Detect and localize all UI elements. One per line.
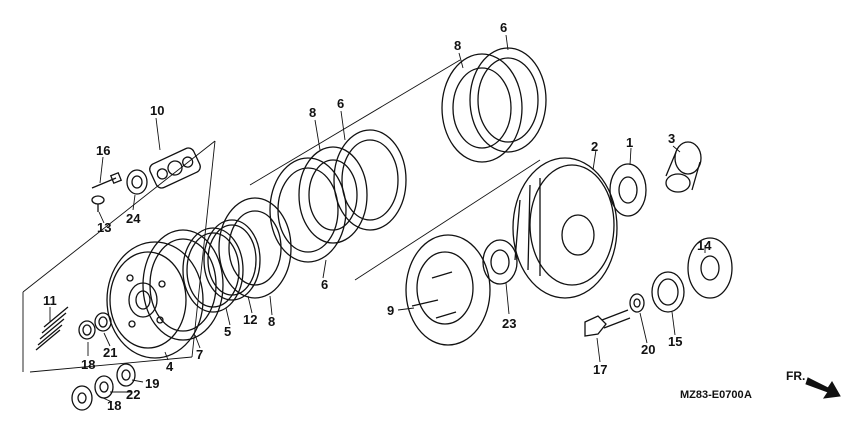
clutch-plate-lower <box>218 197 292 299</box>
front-arrow-icon <box>805 377 841 399</box>
part-label-5: 5 <box>224 324 231 339</box>
part-label-18-upper: 18 <box>81 357 95 372</box>
clutch-center <box>405 234 491 346</box>
friction-disc-upper <box>469 47 547 153</box>
leader-lines <box>49 34 706 403</box>
primary-drive-gear <box>687 237 733 299</box>
part-label-4: 4 <box>166 359 174 374</box>
diagram-revision: A <box>744 389 752 401</box>
washer-19 <box>116 363 136 387</box>
lifter-pin <box>91 195 105 212</box>
explode-lines <box>22 59 541 373</box>
clutch-outer <box>512 157 618 299</box>
lock-nut-upper <box>78 320 96 340</box>
part-label-6-middle: 6 <box>337 96 344 111</box>
oil-pump-drive-gear <box>609 163 647 217</box>
washer-20 <box>629 293 645 313</box>
lifter-plate <box>149 147 201 189</box>
part-label-6-lower: 6 <box>321 277 328 292</box>
part-label-12: 12 <box>243 312 257 327</box>
part-label-15: 15 <box>668 334 682 349</box>
washer-22 <box>94 375 114 399</box>
part-label-10: 10 <box>150 103 164 118</box>
lifter-bearing <box>126 169 148 195</box>
part-label-2: 2 <box>591 139 598 154</box>
part-label-23: 23 <box>502 316 516 331</box>
part-label-18-lower: 18 <box>107 398 121 413</box>
clutch-plate-middle <box>298 146 368 244</box>
lifter-bolt <box>91 171 123 189</box>
part-label-21: 21 <box>103 345 117 360</box>
front-direction-indicator: FR. <box>786 369 841 399</box>
part-label-group: 1 2 3 4 5 6 6 6 7 8 8 8 9 10 11 12 13 14… <box>43 20 712 413</box>
part-label-17: 17 <box>593 362 607 377</box>
diagram-code: MZ83-E0700 <box>680 389 744 401</box>
part-label-8-lower: 8 <box>268 314 275 329</box>
thrust-washer <box>482 239 518 285</box>
friction-disc-middle <box>333 129 407 231</box>
part-label-13: 13 <box>97 220 111 235</box>
clutch-plate-upper <box>441 53 523 163</box>
friction-disc-lower <box>269 157 347 263</box>
part-label-1: 1 <box>626 135 633 150</box>
direction-label: FR. <box>786 369 805 383</box>
flange-bolt <box>584 309 631 337</box>
part-label-14: 14 <box>697 238 712 253</box>
lock-nut-lower <box>71 385 93 411</box>
part-label-6-upper: 6 <box>500 20 507 35</box>
part-label-22: 22 <box>126 387 140 402</box>
part-label-8-upper: 8 <box>454 38 461 53</box>
part-label-8-middle: 8 <box>309 105 316 120</box>
part-label-11: 11 <box>43 293 57 308</box>
part-label-20: 20 <box>641 342 655 357</box>
spring-seat <box>182 227 244 313</box>
friction-disc-7 <box>142 229 224 341</box>
part-label-7: 7 <box>196 347 203 362</box>
judder-spring <box>203 219 261 301</box>
part-label-19: 19 <box>145 376 159 391</box>
part-label-24: 24 <box>126 211 141 226</box>
part-label-9: 9 <box>387 303 394 318</box>
outer-guide-collar <box>665 141 702 193</box>
clutch-spring <box>35 306 69 351</box>
part-label-16: 16 <box>96 143 110 158</box>
sensor-rotor <box>651 271 685 313</box>
part-label-3: 3 <box>668 131 675 146</box>
